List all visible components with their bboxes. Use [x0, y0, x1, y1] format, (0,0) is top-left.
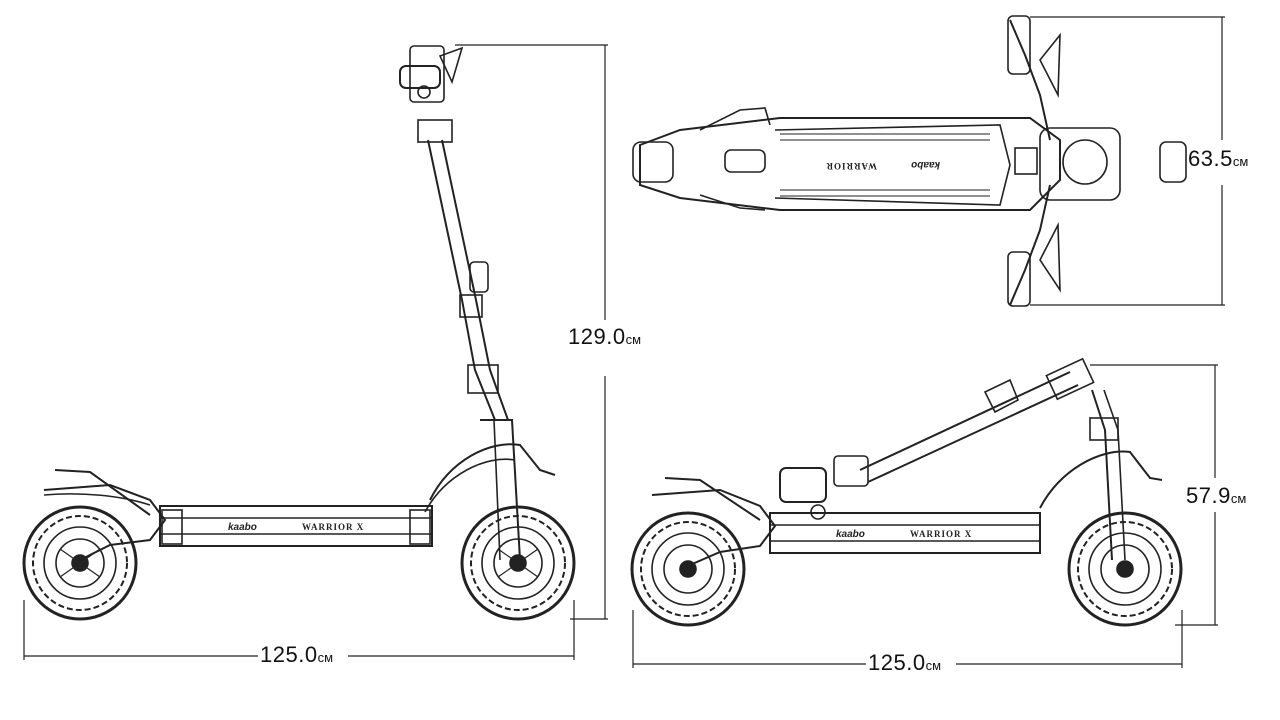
top-width-dimension-lines	[1030, 16, 1225, 306]
top-deck-model: WARRIOR	[825, 161, 877, 171]
side-view	[22, 45, 576, 621]
folded-height-label: 57.9см	[1186, 483, 1247, 508]
folded-deck	[769, 512, 1041, 554]
folded-length-dimension-lines	[632, 610, 1183, 668]
folded-rear-wheel	[630, 511, 746, 627]
top-deck-logo: kaabo	[911, 159, 940, 170]
folded-height-dimension-lines	[1090, 364, 1218, 626]
side-length-value: 125.0	[260, 642, 318, 667]
folded-view	[630, 357, 1183, 627]
deck-tread	[780, 133, 990, 197]
top-width-value: 63.5	[1188, 146, 1233, 171]
stem	[427, 139, 496, 421]
side-length-unit: см	[317, 650, 333, 665]
folded-length-unit: см	[925, 658, 941, 673]
folded-deck-model: WARRIOR X	[910, 529, 972, 539]
side-height-unit: см	[625, 332, 641, 347]
front-wheel	[460, 505, 576, 621]
side-deck-model: WARRIOR X	[302, 522, 364, 532]
handlebar-cluster	[399, 45, 464, 103]
side-length-dimension-lines	[23, 600, 575, 660]
side-height-value: 129.0	[568, 324, 626, 349]
side-deck-logo: kaabo	[228, 522, 257, 533]
folded-stem	[859, 371, 1071, 471]
side-height-label: 129.0см	[568, 326, 641, 348]
folded-deck-logo: kaabo	[836, 529, 865, 540]
folded-length-label: 125.0см	[868, 652, 941, 674]
side-length-label: 125.0см	[260, 644, 333, 666]
folded-height-unit: см	[1230, 491, 1247, 506]
top-width-unit: см	[1232, 154, 1249, 169]
top-view	[632, 15, 1187, 307]
top-width-label: 63.5см	[1188, 146, 1249, 171]
top-deck	[639, 117, 1061, 211]
rear-wheel	[22, 505, 138, 621]
folded-front-wheel	[1067, 511, 1183, 627]
deck	[159, 505, 433, 547]
folded-length-value: 125.0	[868, 650, 926, 675]
folded-height-value: 57.9	[1186, 483, 1231, 508]
side-height-dimension-lines	[455, 44, 608, 620]
